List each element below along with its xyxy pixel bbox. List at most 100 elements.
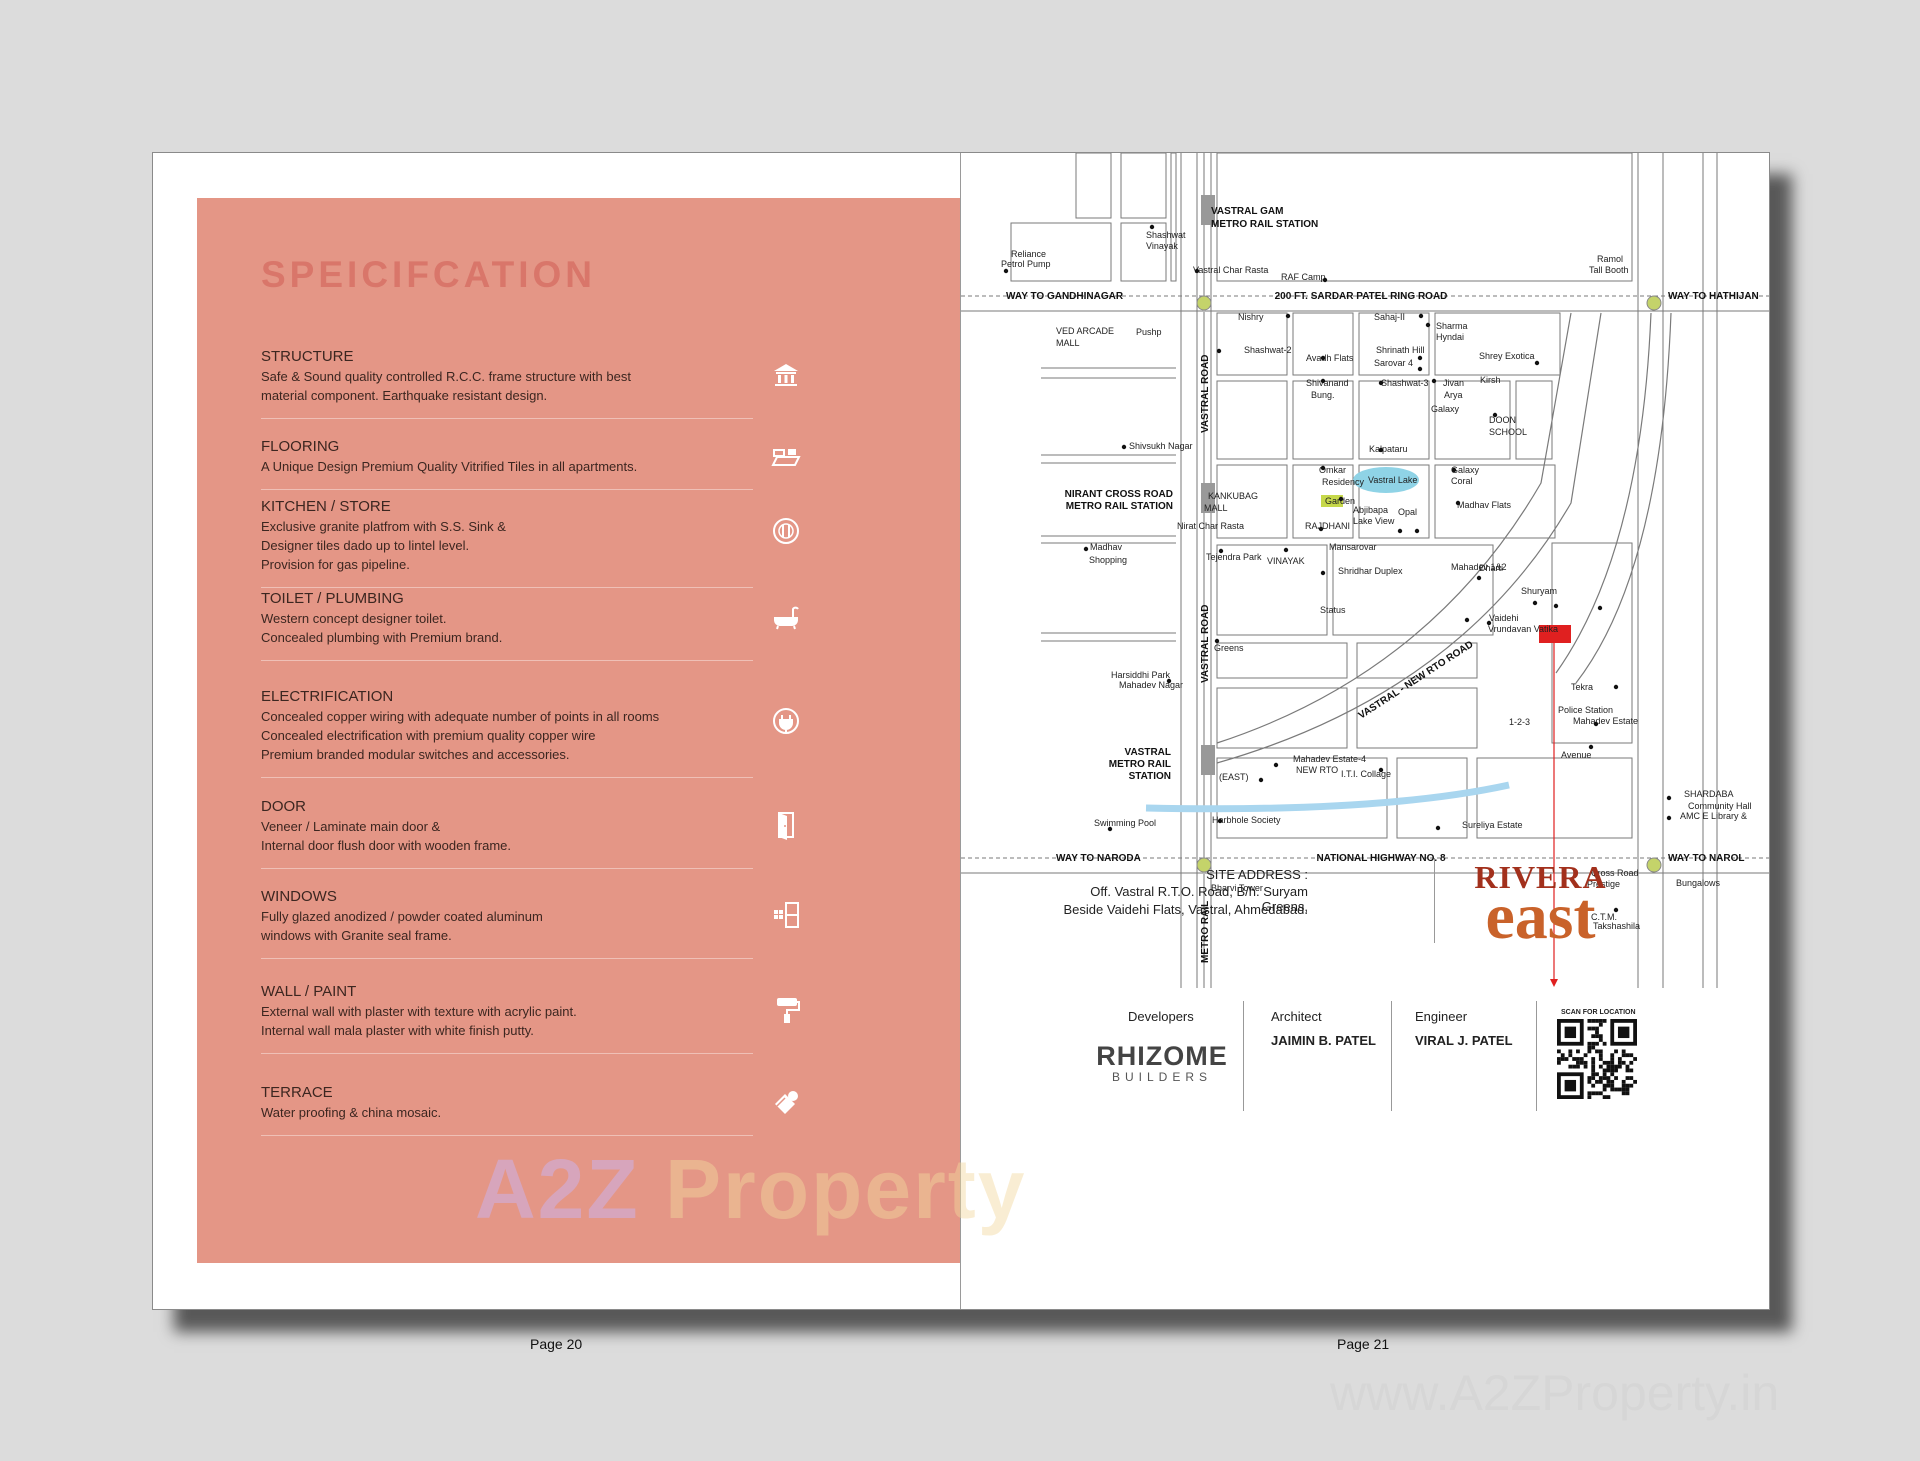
landmark-label: Shivsukh Nagar [1129,441,1193,451]
developers-label: Developers [1128,1009,1194,1024]
map-dot [1418,313,1424,319]
map-dot [1597,605,1603,611]
landmark-label: Mahadev Estate [1573,716,1638,726]
spec-item-toilet-plumbing: TOILET / PLUMBING Western concept designe… [261,590,799,661]
landmark-label: SHARDABA [1684,789,1734,799]
landmark-label: Garden [1325,496,1355,506]
landmark-label: Abjibapa [1353,505,1388,515]
landmark-label: Harsiddhi Park [1111,670,1171,680]
rivera-east-logo: RIVERA east [1474,859,1607,953]
floor-tiles-icon [771,442,801,472]
landmark-label: RAJDHANI [1305,521,1350,531]
landmark-label: Ramol [1597,254,1623,264]
map-dot [1166,678,1172,684]
map-dot [1322,277,1328,283]
spec-text: material component. Earthquake resistant… [261,388,548,403]
spec-heading: FLOORING [261,438,340,455]
spec-text: Fully glazed anodized / powder coated al… [261,909,543,924]
station-label: STATION [1129,771,1171,782]
landmark-label: Madhav [1090,542,1123,552]
station-label: NIRANT CROSS ROAD [1065,489,1173,500]
landmark-label: SCHOOL [1489,427,1527,437]
spec-text: Western concept designer toilet. [261,611,447,626]
spec-text: Concealed plumbing with Premium brand. [261,630,503,645]
direction-label: WAY TO HATHIJAN [1668,291,1759,302]
landmark-label: Vinayak [1146,241,1178,251]
map-dot [1283,547,1289,553]
map-dot [1492,412,1498,418]
landmark-label: Omkar [1319,465,1346,475]
landmark-label: 1-2-3 [1509,717,1530,727]
direction-label: WAY TO NARODA [1056,853,1141,864]
landmark-label: Galaxy [1451,465,1480,475]
a2z-watermark: A2Z Property [475,1142,1027,1236]
divider [1536,1001,1537,1111]
divider [1434,858,1435,943]
landmark-label: Shuryam [1521,586,1557,596]
spec-text: Internal wall mala plaster with white fi… [261,1023,534,1038]
landmark-label: Avenue [1561,750,1591,760]
map-dot [1338,496,1344,502]
landmark-label: Harbhole Society [1212,815,1281,825]
road-label: METRO RAIL [1200,901,1211,963]
spec-heading: TOILET / PLUMBING [261,590,404,607]
landmark-label: Tejendra Park [1206,552,1262,562]
building-icon [771,360,801,390]
landmark-label: I.T.I. Collage [1341,769,1391,779]
landmark-label: Cross Road [1591,868,1639,878]
landmark-label: Shashwat-3 [1381,378,1429,388]
map-dot [1593,721,1599,727]
map-dot [1425,322,1431,328]
landmark-label: Galaxy [1431,404,1460,414]
map-dot [1320,465,1326,471]
map-dot [1451,467,1457,473]
landmark-label: KANKUBAG [1208,491,1258,501]
spec-text: Provision for gas pipeline. [261,557,410,572]
landmark-label: Mahadev Estate-4 [1293,754,1366,764]
station-label: METRO RAIL [1109,759,1171,770]
landmark-label: Sahaj-II [1374,312,1405,322]
spec-heading: ELECTRIFICATION [261,688,394,705]
map-dot [1107,826,1113,832]
architect-label: Architect [1271,1009,1322,1024]
map-dot [1417,355,1423,361]
landmark-label: Mahadev Nagar [1119,680,1183,690]
map-dot [1417,366,1423,372]
station-label: METRO RAIL STATION [1211,219,1318,230]
landmark-label: C.T.M. [1591,912,1617,922]
landmark-label: Greens [1214,643,1244,653]
map-dot [1003,268,1009,274]
map-dot [1214,638,1220,644]
divider [1391,1001,1392,1111]
landmark-label: Mansarovar [1329,542,1377,552]
landmark-label: Shopping [1089,555,1127,565]
map-dot [1593,872,1599,878]
architect-name: JAIMIN B. PATEL [1271,1033,1376,1048]
landmark-label: Arya [1444,390,1463,400]
spec-text: Premium branded modular switches and acc… [261,747,570,762]
specification-title: SPEICIFCATION [261,254,596,295]
map-dot [1216,348,1222,354]
landmark-label: Lake View [1353,516,1395,526]
landmark-label: MALL [1056,338,1080,348]
landmark-label: Bungalows [1676,878,1721,888]
map-dot [1666,815,1672,821]
landmark-label: Nishry [1238,312,1264,322]
landmark-label: Shrinath Hill [1376,345,1425,355]
landmark-label: Avadh Flats [1306,353,1354,363]
map-dot [1476,575,1482,581]
spec-heading: DOOR [261,798,306,815]
map-dot [1258,777,1264,783]
map-dot [1273,762,1279,768]
spec-text: windows with Granite seal frame. [261,928,452,943]
plate-cutlery-icon [771,516,801,546]
qr-code-icon[interactable] [1557,1019,1637,1099]
page-number-20: Page 20 [530,1336,583,1352]
road-label: VASTRAL ROAD [1200,354,1211,433]
landmark-label: Vrundavan Vatika [1488,624,1558,634]
